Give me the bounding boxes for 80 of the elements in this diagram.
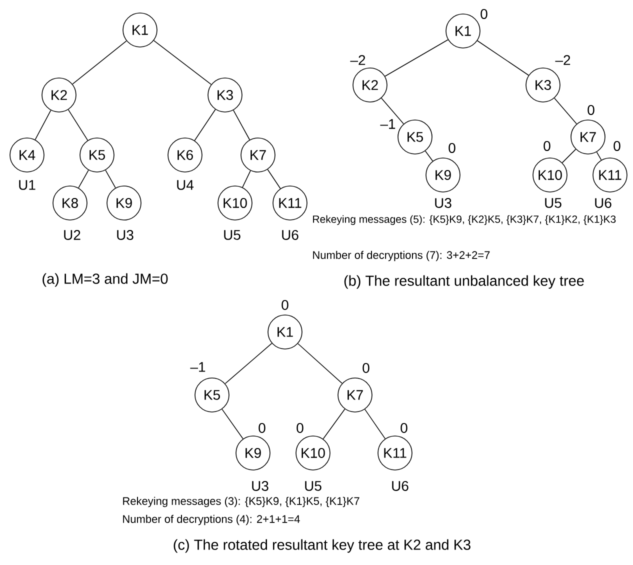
tree-edge	[562, 148, 576, 164]
note-text: Rekeying messages (3): {K5}K9, {K1}K5, {K1}K7	[123, 496, 360, 508]
key-node: K5	[80, 138, 114, 172]
tree-edge	[232, 110, 250, 140]
balance-factor: 0	[588, 105, 594, 115]
tree-edge	[554, 98, 578, 124]
user-label: U6	[392, 481, 408, 491]
user-label: U3	[252, 481, 268, 491]
key-node: K1	[122, 12, 158, 48]
user-label: U1	[19, 180, 36, 190]
key-node: K2	[352, 68, 388, 102]
tree-edge	[105, 170, 116, 188]
note-text: Rekeying messages (5): {K5}K9, {K2}K5, {K3}K7, {K1}K2, {K1}K3	[313, 215, 616, 225]
tree-edge	[322, 408, 346, 440]
tree-edge	[153, 40, 212, 85]
balance-factor: –2	[350, 55, 366, 65]
tree-edge	[384, 39, 448, 77]
note-text: Number of decryptions (4): 2+1+1=4	[123, 514, 300, 526]
tree-edge	[72, 40, 127, 84]
key-node: K9	[106, 186, 142, 220]
balance-factor: 0	[258, 423, 266, 433]
user-label: U4	[177, 180, 194, 190]
user-label: U3	[117, 230, 134, 240]
note-text: Number of decryptions (7): 3+2+2=7	[313, 250, 490, 262]
user-label: U2	[64, 230, 80, 240]
key-node: K1	[446, 14, 480, 48]
balance-factor: 0	[400, 423, 408, 433]
key-node: K9	[426, 158, 460, 192]
balance-factor: –1	[190, 362, 206, 372]
caption: (c) The rotated resultant key tree at K2 and K3	[174, 539, 470, 553]
key-node: K10	[218, 186, 252, 220]
tree-edge	[298, 343, 342, 384]
key-node: K3	[208, 78, 242, 112]
user-label: U5	[545, 198, 562, 208]
tree-edge	[78, 170, 89, 188]
key-node: K7	[240, 138, 276, 172]
key-node: K5	[398, 120, 432, 154]
tree-edge	[242, 170, 251, 188]
balance-factor: –2	[555, 55, 570, 65]
tree-edge	[477, 40, 529, 76]
balance-factor: –1	[380, 119, 396, 129]
key-node: K10	[532, 158, 568, 192]
key-node: K5	[194, 378, 230, 412]
tree-edge	[424, 150, 434, 162]
caption: (a) LM=3 and JM=0	[42, 273, 168, 287]
tree-edge	[222, 408, 244, 440]
tree-edge	[380, 98, 404, 124]
balance-factor: 0	[296, 423, 304, 433]
key-node: K9	[236, 436, 270, 470]
user-label: U5	[305, 481, 322, 491]
user-label: U6	[595, 198, 612, 208]
balance-factor: 0	[362, 363, 370, 373]
key-node: K11	[592, 158, 628, 192]
user-label: U5	[224, 230, 240, 240]
key-node: K8	[52, 186, 88, 220]
key-node: K2	[42, 78, 76, 112]
key-node: K4	[10, 138, 44, 172]
key-node: K6	[168, 138, 202, 172]
tree-edge	[364, 408, 386, 440]
user-label: U3	[435, 198, 452, 208]
balance-factor: 0	[480, 9, 488, 19]
tree-edge	[34, 110, 52, 140]
balance-factor: 0	[282, 300, 288, 310]
user-label: U6	[282, 230, 298, 240]
key-node: K7	[338, 378, 372, 412]
key-node: K10	[296, 436, 330, 470]
key-node: K7	[570, 120, 606, 154]
key-node: K11	[378, 436, 412, 470]
tree-edge	[267, 169, 281, 189]
tree-edge	[68, 109, 88, 141]
key-node: K1	[268, 314, 302, 350]
tree-edge	[224, 342, 272, 384]
tree-edge	[194, 109, 216, 141]
tree-edge	[596, 152, 602, 160]
balance-factor: 0	[544, 141, 550, 151]
key-node: K11	[272, 186, 308, 220]
balance-factor: 0	[614, 141, 620, 151]
balance-factor: 0	[448, 143, 456, 153]
caption: (b) The resultant unbalanced key tree	[344, 275, 584, 289]
key-node: K3	[526, 68, 560, 102]
